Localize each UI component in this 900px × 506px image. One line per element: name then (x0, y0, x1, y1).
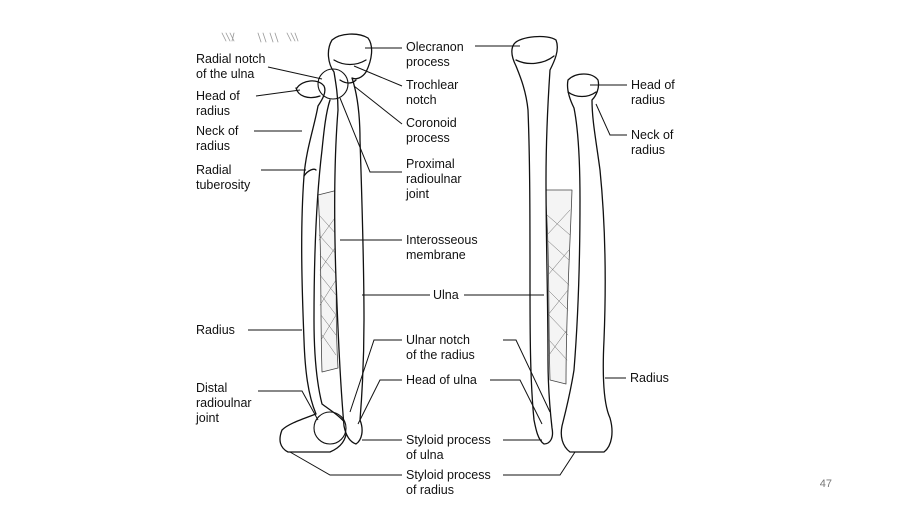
label-proximal-radioulnar-joint: Proximal radioulnar joint (406, 157, 462, 201)
label-ulnar-notch-of-radius: Ulnar notch of the radius (406, 333, 475, 362)
label-coronoid-process: Coronoid process (406, 116, 457, 145)
label-olecranon-process: Olecranon process (406, 40, 464, 69)
label-distal-radioulnar-joint: Distal radioulnar joint (196, 381, 252, 425)
label-ulna: Ulna (433, 288, 459, 302)
label-trochlear-notch: Trochlear notch (406, 78, 459, 107)
proximal-radioulnar-joint-circle (317, 68, 349, 100)
label-radial-notch-ulna: Radial notch of the ulna (196, 52, 266, 81)
right-radius-bone (560, 73, 613, 453)
left-radius-bone (279, 80, 348, 453)
label-neck-of-radius-right: Neck of radius (631, 128, 674, 157)
distal-radioulnar-joint-circle (313, 411, 347, 445)
top-artifact-marks (221, 32, 299, 43)
left-ulna-bone (327, 33, 373, 445)
right-membrane-fibers (546, 209, 571, 361)
left-membrane-fibers (318, 214, 338, 356)
right-interosseous-membrane (544, 189, 573, 385)
leader-lines (248, 45, 627, 476)
label-styloid-process-radius: Styloid process of radius (406, 468, 491, 497)
label-radius-left: Radius (196, 323, 235, 337)
label-radial-tuberosity: Radial tuberosity (196, 163, 251, 192)
label-head-of-radius-left: Head of radius (196, 89, 240, 118)
page-number: 47 (819, 478, 832, 490)
right-ulna-bone (511, 35, 558, 445)
label-neck-of-radius-left: Neck of radius (196, 124, 239, 153)
label-head-of-radius-right: Head of radius (631, 78, 675, 107)
label-radius-right: Radius (630, 371, 669, 385)
label-head-of-ulna: Head of ulna (406, 373, 477, 387)
label-styloid-process-ulna: Styloid process of ulna (406, 433, 491, 462)
label-interosseous-membrane: Interosseous membrane (406, 233, 478, 262)
